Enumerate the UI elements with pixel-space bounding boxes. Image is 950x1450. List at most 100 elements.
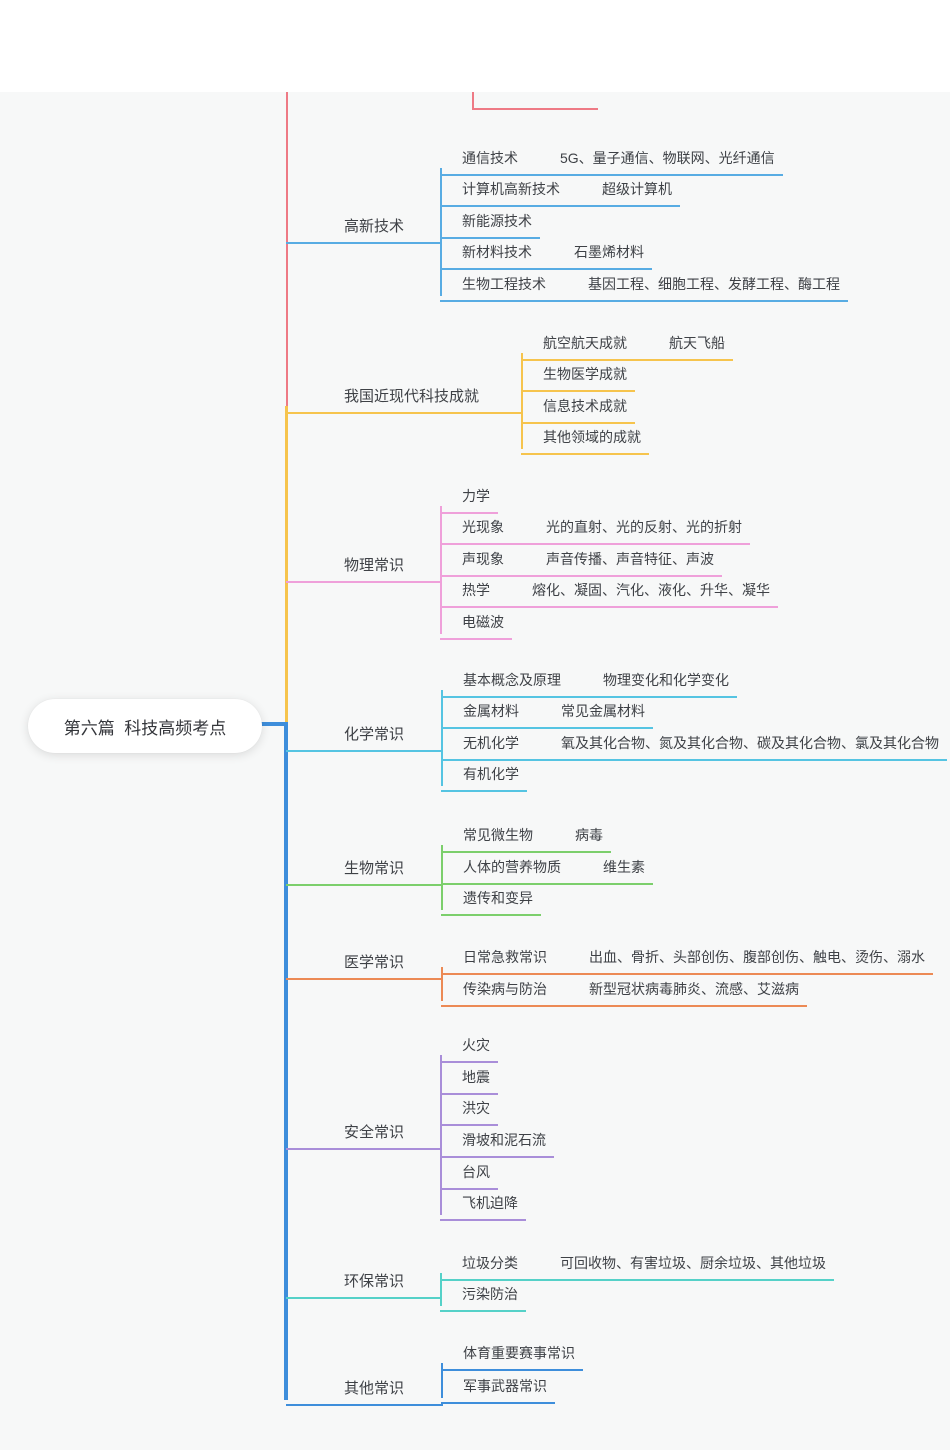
topic-label: 光现象 <box>462 519 504 535</box>
topic-label: 台风 <box>462 1164 490 1180</box>
topic-row[interactable]: 污染防治 <box>440 1274 526 1312</box>
branch-node-chemistry[interactable]: 化学常识 <box>286 714 443 752</box>
branch-node-high-tech[interactable]: 高新技术 <box>286 206 442 244</box>
topic-note: 出血、骨折、头部创伤、腹部创伤、触电、烫伤、溺水 <box>589 949 925 965</box>
branch-children-line <box>440 1055 442 1215</box>
branch-node-biology[interactable]: 生物常识 <box>286 848 443 886</box>
topic-note: 石墨烯材料 <box>574 244 644 260</box>
topic-note: 航天飞船 <box>669 335 725 351</box>
branch-label: 高新技术 <box>344 218 405 235</box>
topic-note: 维生素 <box>603 859 645 875</box>
topic-row[interactable]: 航空航天成就 航天飞船 <box>521 323 733 361</box>
branch-label: 其他常识 <box>344 1380 405 1397</box>
topic-row[interactable]: 飞机迫降 <box>440 1183 526 1221</box>
branch-node-modern-achievements[interactable]: 我国近现代科技成就 <box>286 376 523 414</box>
topic-row[interactable]: 传染病与防治 新型冠状病毒肺炎、流感、艾滋病 <box>441 969 807 1007</box>
topic-row[interactable]: 信息技术成就 <box>521 386 635 424</box>
topic-row[interactable]: 计算机高新技术 超级计算机 <box>440 169 680 207</box>
topic-label: 人体的营养物质 <box>463 859 561 875</box>
branch-node-medicine[interactable]: 医学常识 <box>286 942 443 980</box>
topic-label: 基本概念及原理 <box>463 672 561 688</box>
topic-label: 力学 <box>462 488 490 504</box>
topic-row[interactable]: 金属材料 常见金属材料 <box>441 691 653 729</box>
root-node[interactable]: 第六篇 科技高频考点 <box>28 699 262 753</box>
topic-row[interactable]: 新能源技术 <box>440 201 540 239</box>
topic-note: 熔化、凝固、汽化、液化、升华、凝华 <box>532 582 770 598</box>
branch-children-line <box>441 845 443 910</box>
branch-children-line <box>440 506 442 634</box>
topic-row[interactable]: 生物医学成就 <box>521 354 635 392</box>
topic-row[interactable]: 台风 <box>440 1152 498 1190</box>
branch-children-line <box>441 1363 443 1398</box>
topic-label: 信息技术成就 <box>543 398 627 414</box>
trunk-middle-line <box>285 406 288 723</box>
topic-note: 光的直射、光的反射、光的折射 <box>546 519 742 535</box>
canvas-background <box>0 92 950 1450</box>
topic-label: 声现象 <box>462 551 504 567</box>
root-connector-line <box>256 722 288 726</box>
topic-label: 新能源技术 <box>462 213 532 229</box>
topic-note: 声音传播、声音特征、声波 <box>546 551 714 567</box>
topic-row[interactable]: 日常急救常识 出血、骨折、头部创伤、腹部创伤、触电、烫伤、溺水 <box>441 937 933 975</box>
topic-label: 滑坡和泥石流 <box>462 1132 546 1148</box>
topic-row[interactable]: 电磁波 <box>440 602 512 640</box>
topic-label: 航空航天成就 <box>543 335 627 351</box>
topic-label: 计算机高新技术 <box>462 181 560 197</box>
branch-node-physics[interactable]: 物理常识 <box>286 545 442 583</box>
topic-row[interactable]: 热学 熔化、凝固、汽化、液化、升华、凝华 <box>440 570 778 608</box>
trunk-lower-line <box>284 722 288 1400</box>
topic-note: 超级计算机 <box>602 181 672 197</box>
topic-row[interactable]: 军事武器常识 <box>441 1366 555 1404</box>
topic-row[interactable]: 通信技术 5G、量子通信、物联网、光纤通信 <box>440 138 783 176</box>
topic-label: 日常急救常识 <box>463 949 547 965</box>
topic-note: 可回收物、有害垃圾、厨余垃圾、其他垃圾 <box>560 1255 826 1271</box>
topic-note: 5G、量子通信、物联网、光纤通信 <box>560 150 775 166</box>
branch-label: 化学常识 <box>344 726 405 743</box>
topic-label: 通信技术 <box>462 150 518 166</box>
topic-label: 垃圾分类 <box>462 1255 518 1271</box>
branch-label: 环保常识 <box>344 1273 405 1290</box>
cut-branch-vertical-line <box>472 92 474 110</box>
branch-label: 医学常识 <box>344 954 405 971</box>
topic-row[interactable]: 生物工程技术 基因工程、细胞工程、发酵工程、酶工程 <box>440 264 848 302</box>
branch-node-other[interactable]: 其他常识 <box>286 1368 443 1406</box>
cut-branch-horizontal-line <box>472 108 598 110</box>
topic-row[interactable]: 其他领域的成就 <box>521 417 649 455</box>
topic-label: 污染防治 <box>462 1286 518 1302</box>
branch-children-line <box>440 1273 442 1306</box>
topic-row[interactable]: 地震 <box>440 1057 498 1095</box>
topic-row[interactable]: 体育重要赛事常识 <box>441 1333 583 1371</box>
topic-row[interactable]: 滑坡和泥石流 <box>440 1120 554 1158</box>
topic-row[interactable]: 垃圾分类 可回收物、有害垃圾、厨余垃圾、其他垃圾 <box>440 1243 834 1281</box>
branch-node-environment[interactable]: 环保常识 <box>286 1261 442 1299</box>
branch-children-line <box>441 967 443 1001</box>
topic-note: 新型冠状病毒肺炎、流感、艾滋病 <box>589 981 799 997</box>
branch-label: 物理常识 <box>344 557 405 574</box>
topic-row[interactable]: 常见微生物 病毒 <box>441 815 611 853</box>
topic-note: 病毒 <box>575 827 603 843</box>
topic-label: 遗传和变异 <box>463 890 533 906</box>
branch-children-line <box>440 168 442 296</box>
topic-label: 新材料技术 <box>462 244 532 260</box>
topic-label: 体育重要赛事常识 <box>463 1345 575 1361</box>
topic-row[interactable]: 光现象 光的直射、光的反射、光的折射 <box>440 507 750 545</box>
topic-row[interactable]: 火灾 <box>440 1025 498 1063</box>
topic-label: 热学 <box>462 582 490 598</box>
topic-row[interactable]: 无机化学 氧及其化合物、氮及其化合物、碳及其化合物、氯及其化合物 <box>441 723 947 761</box>
branch-label: 我国近现代科技成就 <box>344 388 480 405</box>
topic-label: 洪灾 <box>462 1100 490 1116</box>
topic-row[interactable]: 遗传和变异 <box>441 878 541 916</box>
topic-note: 常见金属材料 <box>561 703 645 719</box>
branch-node-safety[interactable]: 安全常识 <box>286 1112 442 1150</box>
branch-children-line <box>441 690 443 786</box>
topic-label: 传染病与防治 <box>463 981 547 997</box>
topic-row[interactable]: 力学 <box>440 476 498 514</box>
topic-row[interactable]: 基本概念及原理 物理变化和化学变化 <box>441 660 737 698</box>
topic-row[interactable]: 洪灾 <box>440 1088 498 1126</box>
topic-row[interactable]: 声现象 声音传播、声音特征、声波 <box>440 539 722 577</box>
topic-label: 无机化学 <box>463 735 519 751</box>
topic-row[interactable]: 人体的营养物质 维生素 <box>441 847 653 885</box>
topic-row[interactable]: 新材料技术 石墨烯材料 <box>440 232 652 270</box>
topic-row[interactable]: 有机化学 <box>441 754 527 792</box>
